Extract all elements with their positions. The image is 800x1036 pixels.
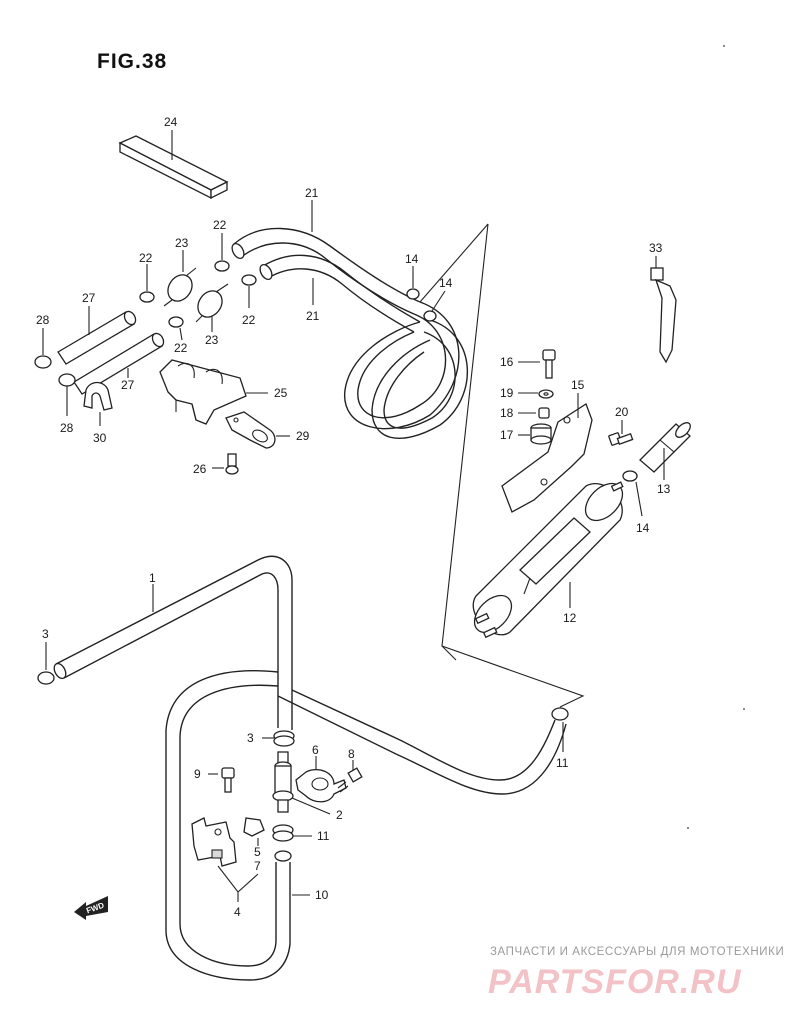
callout-21-lower: 21 [306,309,320,323]
callout-33: 33 [649,241,663,255]
leader-line [635,481,643,517]
leader-line [291,797,331,815]
part-17-grommet [530,423,552,445]
part-2-fitting [272,751,294,813]
callout-23-a: 23 [175,236,189,250]
callout-4: 4 [234,905,241,919]
part-13-hose [639,422,691,473]
callout-12: 12 [563,611,577,625]
part-3-clamp-center [273,730,295,747]
part-27-hose-a [57,310,137,365]
part-28-clamp-b [58,373,76,387]
callout-22-a: 22 [213,218,227,232]
callout-11-right: 11 [556,756,569,770]
part-22-clamp-b [139,291,155,303]
callout-30: 30 [93,431,107,445]
part-12-canister [472,481,624,639]
callout-2: 2 [336,808,343,822]
callout-27-a: 27 [82,291,96,305]
hose-end [274,850,292,862]
part-11-clamp-right [551,707,569,721]
part-22-clamp-a [214,260,230,272]
part-22-clamp-c [241,274,257,286]
watermark-tagline: ЗАПЧАСТИ И АКСЕССУАРЫ ДЛЯ МОТОТЕХНИКИ [490,946,784,958]
callout-14-a: 14 [405,252,419,266]
part-5-clip [243,817,265,837]
callout-13: 13 [657,482,671,496]
callout-23-b: 23 [205,333,219,347]
part-25-bracket [159,359,247,425]
callout-14-b: 14 [439,276,453,290]
part-10-hose [165,670,567,981]
scan-speck [723,45,725,47]
part-15-bracket [501,403,593,513]
part-24-pad [118,135,229,200]
part-20-bolt [608,432,634,446]
callout-20: 20 [615,405,629,419]
part-7-bracket [191,817,237,867]
callout-26: 26 [193,462,207,476]
callout-24: 24 [164,115,178,129]
callout-10: 10 [315,888,329,902]
assembly-boundary-line [441,223,585,708]
part-16-bolt [542,349,556,379]
callout-25: 25 [274,386,288,400]
callout-29: 29 [296,429,310,443]
leader-line [217,865,259,893]
callout-28-b: 28 [60,421,74,435]
callout-16: 16 [500,355,514,369]
leader-line [431,290,446,312]
leader-line [179,327,183,341]
part-26-bolt [225,453,239,475]
part-21-hoses [231,227,469,439]
callout-28-a: 28 [36,313,50,327]
part-27-hose-b [73,332,165,395]
callout-6: 6 [312,743,319,757]
callout-19: 19 [500,386,514,400]
part-29-strap [225,411,276,449]
callout-15: 15 [571,378,585,392]
part-14-clamp-lower [622,470,638,482]
callout-7: 7 [254,859,261,873]
figure-title: FIG.38 [97,50,167,73]
part-18-collar [538,407,550,419]
part-19-washer [538,389,554,399]
assembly-boundary-line [419,223,489,303]
fwd-arrow-icon: FWD [74,896,108,920]
callout-14-c: 14 [636,521,650,535]
part-14-clamps-upper [406,288,437,322]
callout-3-center: 3 [247,731,254,745]
callout-9: 9 [194,767,201,781]
watermark-brand: PARTSFOR.RU [488,963,742,1001]
part-9-screw [221,767,235,793]
assembly-boundary-line [441,645,457,661]
scan-speck [743,708,745,710]
callout-1: 1 [149,571,156,585]
part-11-clamp-center [272,824,294,842]
callout-22-c: 22 [242,313,256,327]
callout-8: 8 [348,747,355,761]
callout-22-b: 22 [139,251,153,265]
part-28-clamp-a [34,355,52,369]
callout-27-b: 27 [121,378,135,392]
callout-21-upper: 21 [305,186,319,200]
callout-11-center: 11 [317,829,330,843]
part-8-screw [337,767,363,793]
callout-5: 5 [254,845,261,859]
scan-speck [687,827,689,829]
part-33-cable-tie [650,267,677,364]
part-23-fuel-filter-b [195,283,229,323]
part-6-clip [295,769,347,803]
callout-18: 18 [500,406,514,420]
part-22-clamp-d [168,316,184,328]
callout-3-left: 3 [42,627,49,641]
part-1-hose [53,555,293,730]
part-3-clamp-left [37,671,55,685]
part-23-fuel-filter-a [163,267,197,307]
part-30-holder [83,381,113,411]
callout-22-d: 22 [174,341,188,355]
callout-17: 17 [500,428,514,442]
